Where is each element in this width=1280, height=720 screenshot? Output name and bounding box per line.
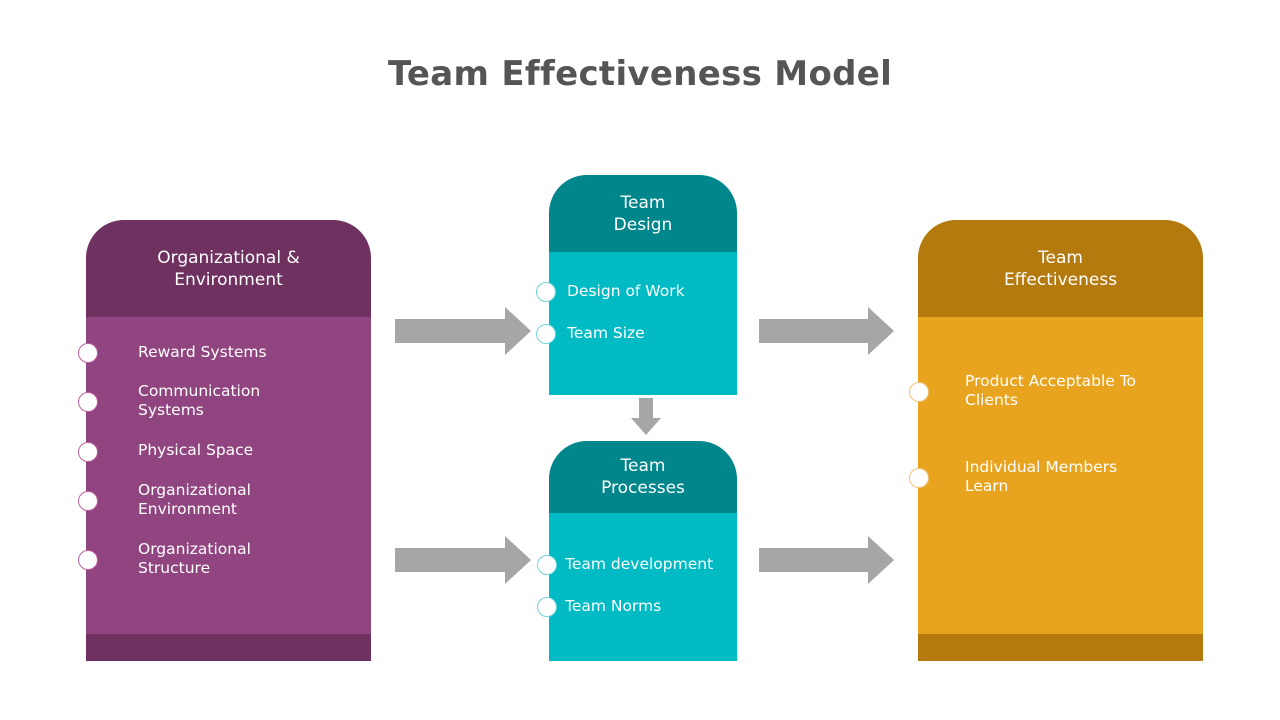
effectiveness-item-members-learn: Individual Members Learn bbox=[965, 458, 1118, 495]
arrow-right-icon bbox=[395, 307, 531, 355]
team-design-body bbox=[549, 252, 737, 395]
team-design-card: Team Design Design of Work Team Size bbox=[536, 175, 737, 395]
team-effectiveness-card: Team Effectiveness Product Acceptable To… bbox=[909, 220, 1203, 661]
team-effectiveness-footer bbox=[918, 634, 1203, 661]
bullet-dot bbox=[537, 597, 557, 617]
team-processes-card: Team Processes Team development Team Nor… bbox=[537, 441, 737, 661]
bullet-dot bbox=[537, 555, 557, 575]
org-environment-card: Organizational & Environment Reward Syst… bbox=[78, 220, 371, 661]
arrow-right-icon bbox=[759, 536, 894, 584]
page-title: Team Effectiveness Model bbox=[387, 54, 893, 94]
org-environment-footer bbox=[86, 634, 371, 661]
bullet-dot bbox=[909, 468, 929, 488]
org-item-reward-systems: Reward Systems bbox=[138, 343, 267, 361]
bullet-dot bbox=[78, 392, 98, 412]
org-item-communication-systems: Communication Systems bbox=[138, 382, 261, 419]
org-environment-body bbox=[86, 317, 371, 634]
org-item-organizational-environment: Organizational Environment bbox=[138, 481, 251, 518]
team-processes-heading: Team Processes bbox=[549, 441, 737, 513]
arrow-right-icon bbox=[395, 536, 531, 584]
design-item-design-of-work: Design of Work bbox=[567, 282, 685, 300]
bullet-dot bbox=[536, 282, 556, 302]
team-processes-body bbox=[549, 513, 737, 661]
bullet-dot bbox=[78, 343, 98, 363]
processes-item-team-norms: Team Norms bbox=[565, 597, 662, 615]
bullet-dot bbox=[78, 491, 98, 511]
effectiveness-item-product-acceptable: Product Acceptable To Clients bbox=[965, 372, 1137, 409]
team-design-heading: Team Design bbox=[549, 175, 737, 252]
processes-item-team-development: Team development bbox=[565, 555, 714, 573]
arrow-down-icon bbox=[631, 398, 661, 435]
team-effectiveness-heading: Team Effectiveness bbox=[918, 220, 1203, 317]
bullet-dot bbox=[536, 324, 556, 344]
org-environment-heading: Organizational & Environment bbox=[86, 220, 371, 317]
arrow-right-icon bbox=[759, 307, 894, 355]
design-item-team-size: Team Size bbox=[567, 324, 645, 342]
org-item-organizational-structure: Organizational Structure bbox=[138, 540, 251, 577]
bullet-dot bbox=[78, 550, 98, 570]
bullet-dot bbox=[909, 382, 929, 402]
org-item-physical-space: Physical Space bbox=[138, 441, 254, 459]
team-effectiveness-body bbox=[918, 317, 1203, 634]
bullet-dot bbox=[78, 442, 98, 462]
